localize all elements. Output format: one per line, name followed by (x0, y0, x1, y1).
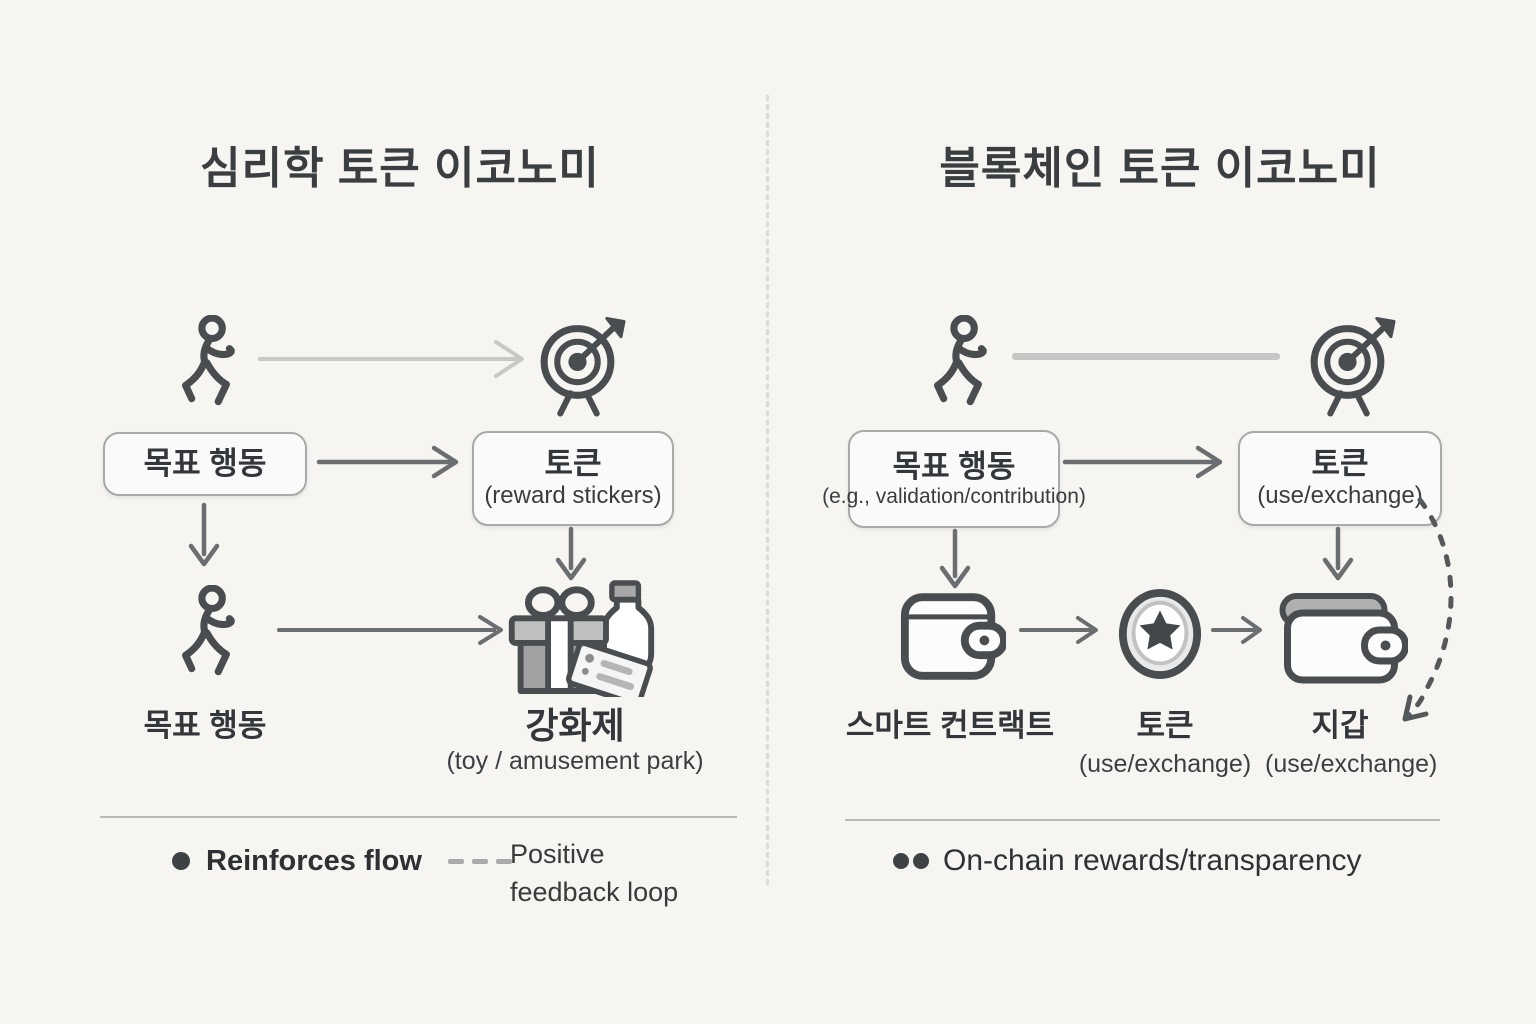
left-top-arrow (256, 338, 534, 380)
right-goal-behavior-box: 목표 행동 (e.g., validation/contribution) (822, 430, 1086, 528)
left-token-box: 토큰 (reward stickers) (472, 431, 674, 526)
target-icon (1300, 316, 1396, 418)
panel-divider-dashed-line (766, 95, 769, 885)
dashed-loop-arrow-icon (1392, 492, 1504, 744)
left-reinforcer-sub: (toy / amusement park) (446, 747, 704, 775)
left-goal-behavior-box: 목표 행동 (103, 432, 307, 496)
token-to-wallet-arrow (1210, 610, 1270, 650)
left-panel-title: 심리학 토큰 이코노미 (200, 144, 600, 193)
target-icon (530, 316, 626, 418)
left-legend-dash-line1: Positive (510, 839, 605, 869)
left-reinforcer-label: 강화제 (525, 705, 625, 746)
right-token-box-title: 토큰 (1311, 446, 1369, 482)
coin-star-icon (1116, 585, 1204, 685)
right-goal-behavior-sub: (e.g., validation/contribution) (822, 485, 1086, 509)
right-goal-behavior-label: 목표 행동 (892, 448, 1016, 484)
left-legend-dot-label: Reinforces flow (206, 844, 422, 877)
left-token-box-sub: (reward stickers) (484, 481, 662, 509)
right-wallet-sub: (use/exchange) (1265, 750, 1438, 778)
solid-dot-icon (172, 852, 190, 870)
left-goal-behavior-label: 목표 행동 (143, 446, 267, 482)
right-token-sub: (use/exchange) (1078, 750, 1252, 778)
wallet-icon (898, 590, 1006, 684)
right-legend: On-chain rewards/transparency (893, 843, 1362, 879)
walking-person-icon (168, 315, 246, 417)
left-token-box-title: 토큰 (544, 446, 602, 482)
right-token-box-sub: (use/exchange) (1257, 481, 1423, 509)
right-token-label: 토큰 (1136, 708, 1194, 743)
right-legend-label: On-chain rewards/transparency (943, 844, 1362, 877)
left-goal-down-arrow (184, 502, 224, 572)
wallet-to-token-arrow (1018, 610, 1106, 650)
left-legend-separator (100, 816, 737, 818)
left-legend-dash-label: Positive feedback loop (510, 836, 678, 912)
left-actor-to-reinforcer-arrow (276, 610, 512, 650)
left-goal-to-token-arrow (316, 442, 466, 482)
wallet-flap-icon (1272, 588, 1408, 688)
left-legend: Reinforces flow (172, 843, 512, 879)
solid-dot-icon (893, 853, 909, 869)
dash-icon (495, 858, 512, 864)
right-wallet-label: 지갑 (1311, 708, 1369, 743)
walking-person-icon (168, 585, 246, 687)
right-token-box: 토큰 (use/exchange) (1238, 431, 1442, 526)
right-panel-title: 블록체인 토큰 이코노미 (939, 144, 1381, 193)
left-legend-dash-line2: feedback loop (510, 876, 679, 907)
left-actor-label: 목표 행동 (143, 708, 267, 743)
right-goal-to-token-arrow (1062, 442, 1230, 482)
solid-dot-icon (913, 853, 929, 869)
right-top-connector-line (1012, 353, 1280, 360)
left-token-down-arrow (551, 526, 591, 586)
right-legend-separator (845, 819, 1440, 821)
dash-icon (447, 858, 464, 864)
right-token-down-arrow (1318, 526, 1358, 586)
walking-person-icon (920, 315, 998, 417)
smart-contract-label: 스마트 컨트랙트 (845, 708, 1055, 743)
gift-rewards-icon (498, 577, 660, 697)
dash-icon (471, 858, 488, 864)
right-goal-down-arrow (935, 528, 975, 594)
